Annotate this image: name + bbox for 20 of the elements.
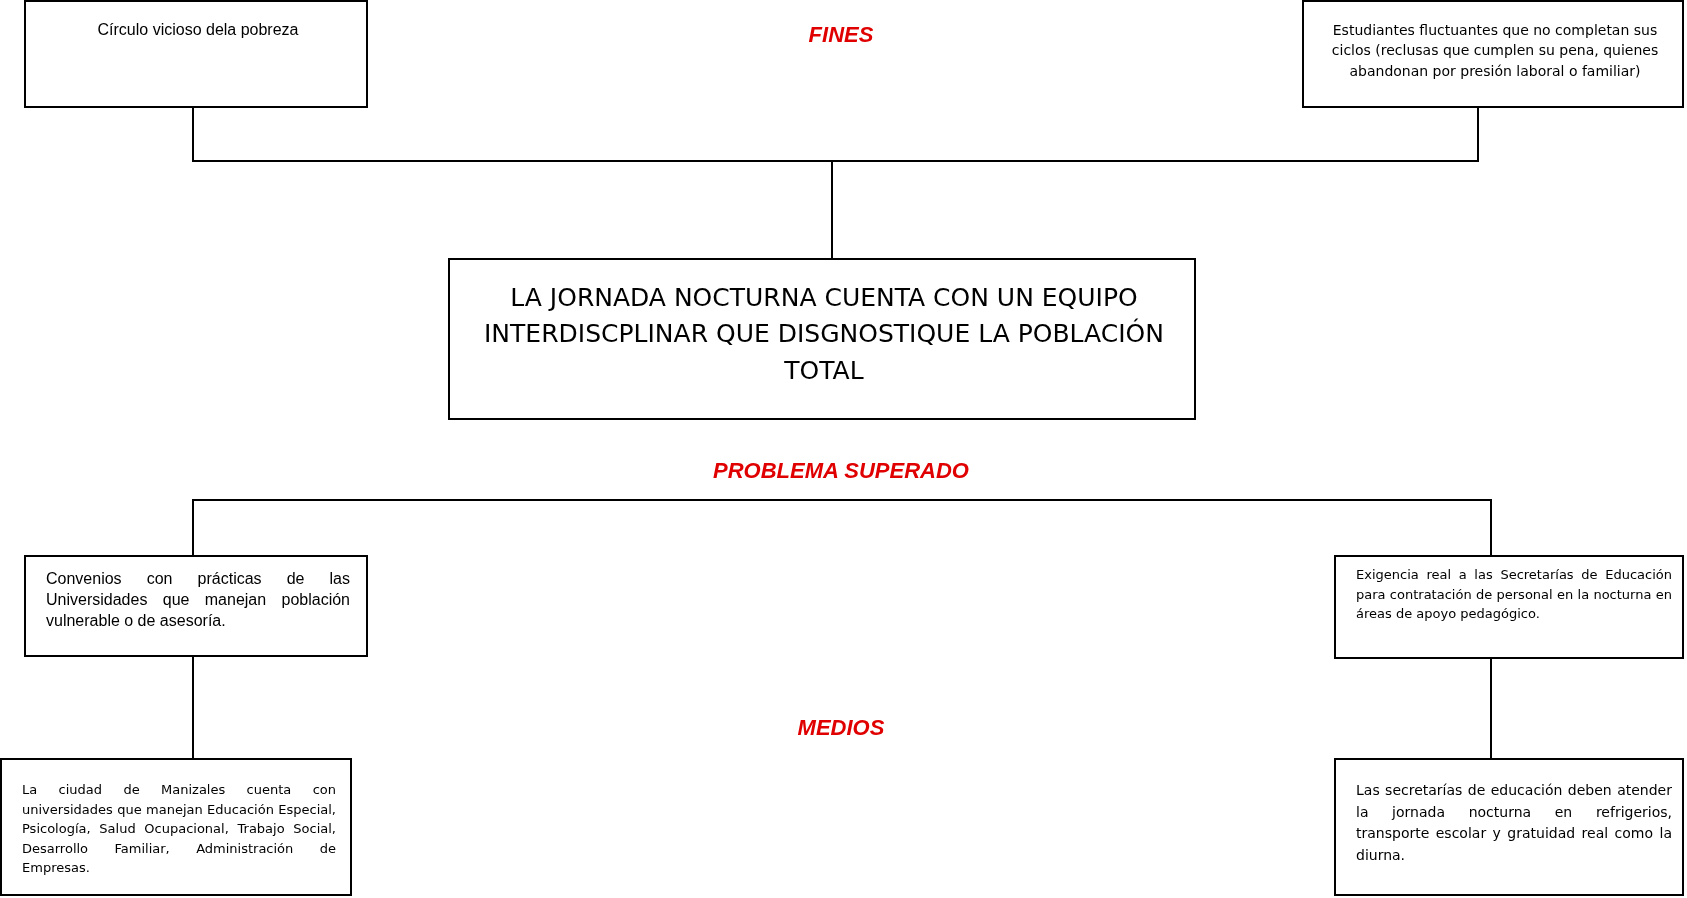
section-heading: MEDIOS: [797, 715, 885, 741]
text-box: [1302, 0, 1684, 108]
text-box: [1334, 555, 1684, 659]
box-text: Estudiantes fluctuantes que no completan sus ciclos (reclusas que cumplen su pena, quienes abandonan por presión laboral o familiar): [1330, 21, 1660, 81]
section-heading: PROBLEMA SUPERADO: [713, 458, 969, 484]
box-text: Convenios con prácticas de las Universidades que manejan población vulnerable o de asesoría.: [46, 569, 350, 631]
box-text: Círculo vicioso dela pobreza: [96, 20, 300, 40]
text-box: [24, 555, 368, 657]
text-box: [0, 758, 352, 896]
connector-line: [192, 499, 1492, 556]
connector-line: [1490, 658, 1492, 759]
box-text: LA JORNADA NOCTURNA CUENTA CON UN EQUIPO INTERDISCPLINAR QUE DISGNOSTIQUE LA POBLACIÓN TOTAL: [483, 282, 1165, 387]
connector-line: [192, 656, 194, 759]
text-box: [24, 0, 368, 108]
box-text: Las secretarías de educación deben atender la jornada nocturna en refrigerios, transporte escolar y gratuidad real como la diurna.: [1356, 781, 1672, 866]
box-text: Exigencia real a las Secretarías de Educación para contratación de personal en la nocturna en áreas de apoyo pedagógico.: [1356, 566, 1672, 623]
text-box: [1334, 758, 1684, 896]
box-text: La ciudad de Manizales cuenta con universidades que manejan Educación Especial, Psicología, Salud Ocupacional, Trabajo Social, Desarrollo Familiar, Administración de Empresas.: [22, 781, 336, 877]
central-problem-box: [448, 258, 1196, 420]
section-heading: FINES: [808, 22, 874, 48]
